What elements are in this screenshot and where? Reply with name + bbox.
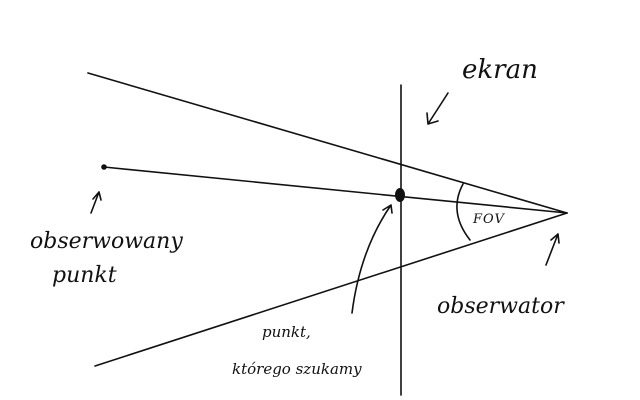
lower-fov-ray: [94, 212, 568, 367]
observer-label: obserwator: [437, 294, 565, 319]
fov-angle-arc: [456, 183, 471, 241]
observed-point-marker: [101, 164, 107, 170]
upper-fov-ray: [87, 72, 568, 214]
fov-label: FOV: [472, 212, 505, 227]
screen-label: ekran: [462, 55, 538, 85]
sought-point-marker: [395, 188, 405, 202]
sought-point-label-line-2: którego szukamy: [232, 360, 362, 378]
sought-point-label-line-1: punkt,: [262, 323, 311, 341]
observed-point-label: obserwowany punkt: [30, 229, 190, 288]
observed-point-label-line-1: obserwowany: [30, 229, 183, 254]
observed-point-arrow: [90, 191, 102, 214]
sought-point-arrow: [351, 204, 393, 314]
observed-point-label-line-2: punkt: [52, 263, 117, 288]
sight-line: [103, 166, 568, 214]
sought-point-label: punkt, którego szukamy: [232, 323, 362, 378]
screen-arrow: [426, 92, 449, 125]
observer-arrow: [545, 233, 560, 266]
